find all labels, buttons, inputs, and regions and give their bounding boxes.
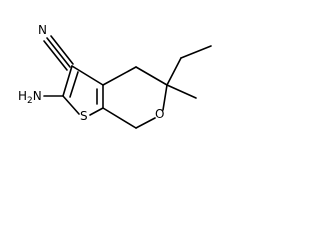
- bond-c3-c3a: [71, 65, 104, 86]
- bond-o-c7: [135, 117, 156, 129]
- bond-c5-ethyl-ch2: [166, 57, 182, 86]
- bond-ethyl-ch2-ch3: [180, 45, 212, 59]
- amine-subscript-label: 2: [27, 96, 33, 106]
- bond-c4-c5: [135, 66, 168, 86]
- bond-nitrile-triple-3: [43, 40, 68, 71]
- bond-c5-o: [162, 84, 168, 111]
- amine-n-label: N: [33, 89, 42, 103]
- bond-c5-methyl: [166, 84, 197, 99]
- bond-nitrile-triple-2: [50, 35, 74, 65]
- structure-diagram: N H2N S O: [18, 23, 212, 129]
- bond-c3-c2-double: [69, 71, 79, 98]
- amine-label: H2N: [18, 89, 42, 106]
- bond-nitrile-triple-1: [46, 37, 71, 68]
- oxygen-label: O: [155, 107, 164, 121]
- bond-c2-s: [62, 95, 80, 115]
- bond-c3-c2: [62, 65, 73, 97]
- sulfur-label: S: [80, 109, 88, 123]
- bond-s-c7a: [89, 107, 104, 116]
- bond-c3a-c4: [102, 66, 137, 86]
- bond-c7-c7a: [102, 107, 137, 129]
- amine-h-label: H: [18, 89, 27, 103]
- nitrile-n-label: N: [38, 23, 47, 37]
